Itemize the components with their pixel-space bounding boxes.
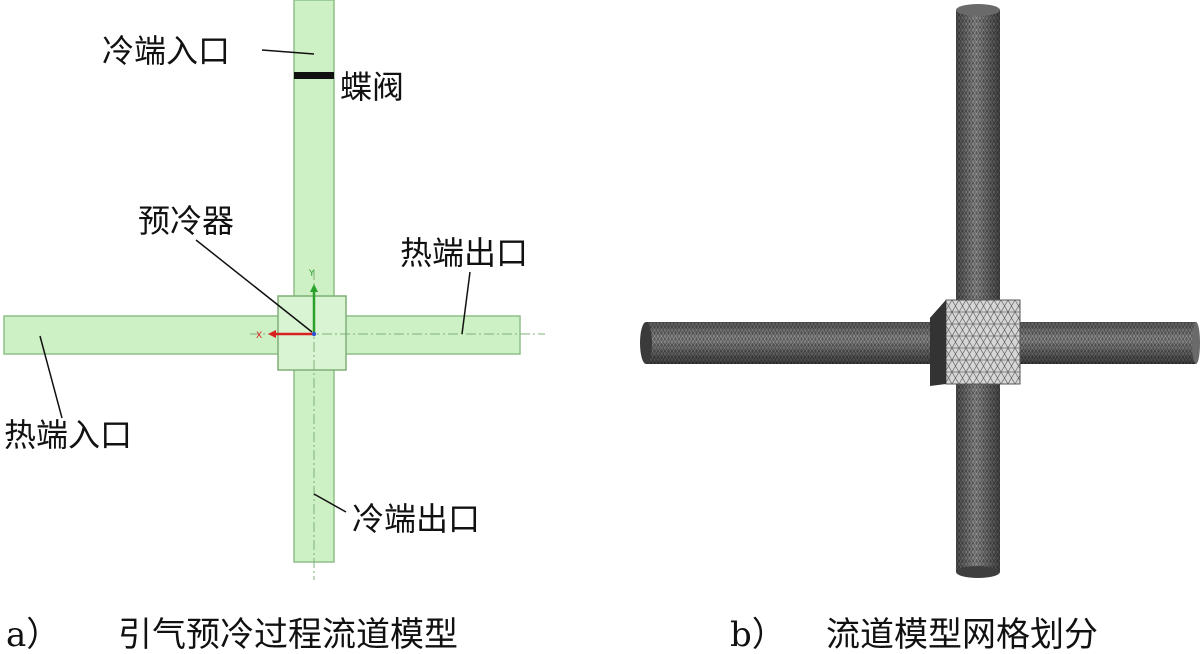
panel-b-mesh: b） 流道模型网格划分 — [640, 4, 1200, 654]
y-axis-arrowhead — [310, 284, 318, 292]
label-precooler: 预冷器 — [138, 202, 234, 240]
hot-pipe — [3, 315, 521, 355]
leader-hot-inlet — [39, 335, 63, 419]
label-butterfly-valve: 蝶阀 — [340, 68, 404, 106]
leader-hot-outlet — [461, 271, 471, 335]
y-axis-label: Y — [308, 269, 315, 279]
mesh-horizontal-pipe — [640, 322, 1200, 364]
label-cold-inlet: 冷端入口 — [102, 32, 230, 70]
label-cold-outlet: 冷端出口 — [352, 500, 480, 538]
mesh-precooler-box — [930, 299, 1021, 386]
panel-a-flow-model: Y X 冷端入口 蝶阀 预冷器 热端出口 热端入口 冷端出口 a） 引气预冷过程… — [3, 0, 545, 654]
butterfly-valve-mark — [294, 72, 334, 79]
x-axis-arrowhead — [268, 330, 276, 338]
caption-a: 引气预冷过程流道模型 — [118, 615, 458, 654]
leader-precooler — [195, 239, 313, 333]
label-hot-inlet: 热端入口 — [4, 416, 132, 454]
caption-a-tag: a） — [6, 615, 60, 654]
label-hot-outlet: 热端出口 — [400, 234, 528, 272]
axis-origin — [311, 331, 317, 337]
mesh-vertical-pipe — [956, 4, 1000, 578]
leader-cold-inlet — [261, 49, 315, 55]
x-axis-label: X — [256, 331, 262, 341]
leader-cold-outlet — [313, 493, 347, 513]
caption-b: 流道模型网格划分 — [826, 615, 1098, 654]
caption-b-tag: b） — [730, 615, 786, 654]
